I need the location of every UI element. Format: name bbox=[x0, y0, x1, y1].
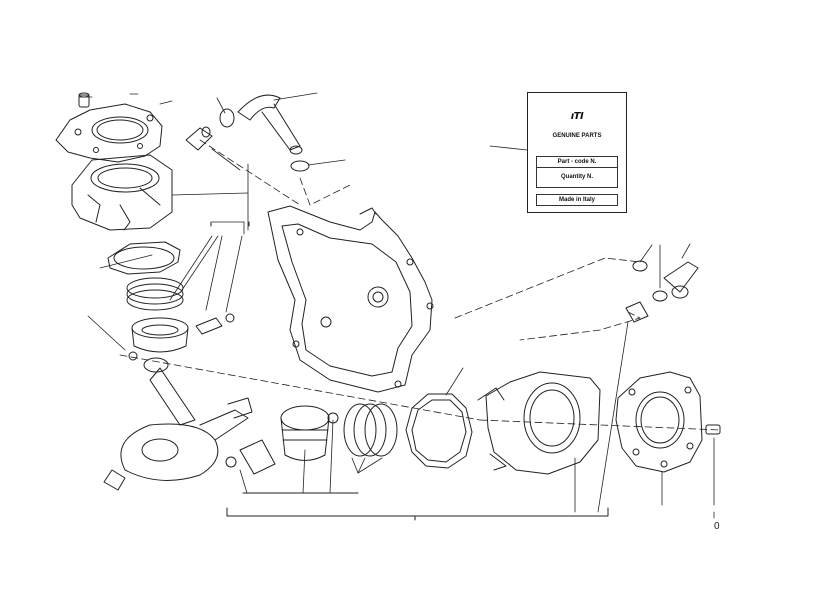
brand-logo: ıTI bbox=[570, 111, 584, 122]
crankcase-cover bbox=[267, 205, 434, 393]
quantity-field: Quantity N. bbox=[536, 168, 618, 188]
dowel-pin bbox=[78, 92, 90, 108]
coolant-hose-right bbox=[625, 260, 699, 323]
coolant-hose-top bbox=[219, 94, 310, 172]
made-in-field: Made in Italy bbox=[536, 194, 618, 206]
assembly-dash-lines bbox=[119, 139, 721, 431]
crankshaft bbox=[103, 357, 253, 491]
genuine-parts-card: ıTI GENUINE PARTS Part - code N. Quantit… bbox=[527, 92, 627, 213]
cylinder-top-left bbox=[71, 154, 173, 231]
piston-left bbox=[131, 317, 189, 353]
card-title: GENUINE PARTS bbox=[552, 133, 602, 139]
head-gasket-top-left bbox=[55, 103, 163, 163]
callout-number: 0 bbox=[714, 521, 720, 532]
dowel-pin-right bbox=[705, 424, 721, 435]
cylinder-right bbox=[477, 371, 601, 475]
part-code-field: Part - code N. bbox=[536, 156, 618, 168]
grouping-brackets bbox=[210, 221, 609, 521]
base-gasket bbox=[107, 241, 181, 275]
coolant-union bbox=[185, 126, 213, 151]
piston-right bbox=[280, 405, 330, 461]
base-gasket-right bbox=[405, 393, 473, 469]
wrist-pin-left bbox=[128, 313, 235, 361]
head-gasket-right bbox=[615, 371, 703, 473]
piston-rings-left bbox=[126, 277, 184, 311]
wrist-pin-right bbox=[225, 412, 339, 475]
leader-lines bbox=[79, 92, 715, 519]
piston-rings-right bbox=[343, 403, 398, 457]
